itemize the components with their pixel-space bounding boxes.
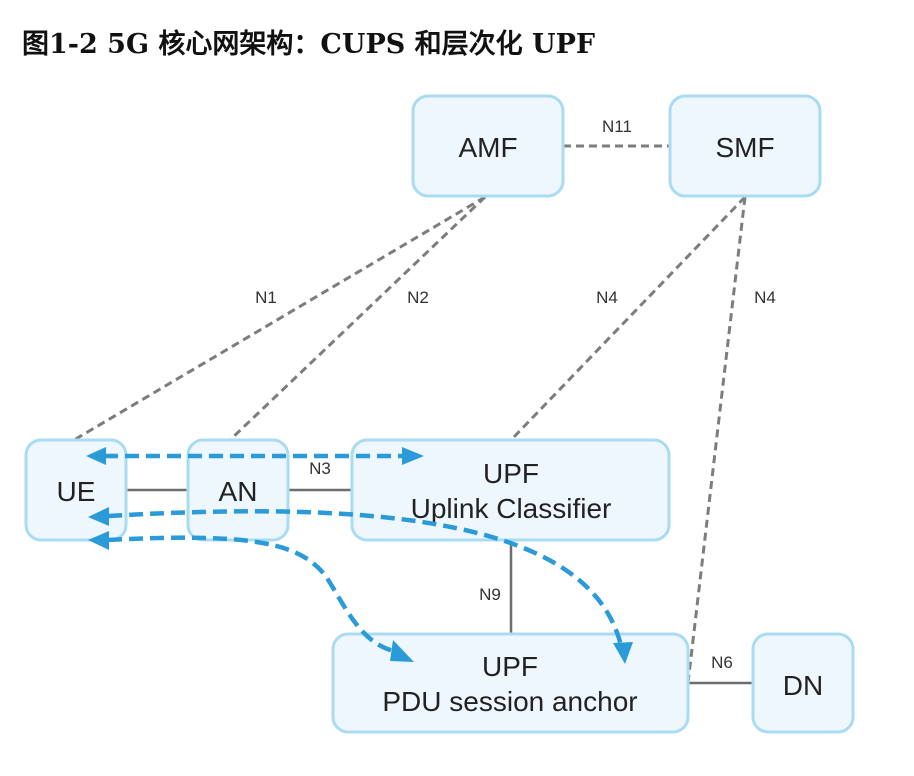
label-n2: N2: [407, 288, 429, 307]
flow-ue-anchor-via-classifier: [107, 509, 625, 651]
figure-title: 图1-2 5G 核心网架构：CUPS 和层次化 UPF: [22, 29, 596, 60]
node-upf-uplink-classifier[interactable]: [350, 438, 671, 542]
node-ue-label: UE: [57, 476, 96, 507]
node-amf[interactable]: [411, 94, 565, 198]
label-n4-uplink: N4: [596, 288, 618, 307]
link-n2: [228, 195, 487, 442]
flow-arrowhead-ue-mid: [88, 507, 109, 526]
node-smf[interactable]: [668, 94, 822, 198]
node-upf-pdu-anchor[interactable]: [331, 632, 690, 734]
label-n4-anchor: N4: [754, 288, 776, 307]
link-n1: [73, 195, 486, 442]
node-upf-anchor-title: UPF: [482, 651, 538, 682]
label-n11: N11: [602, 117, 632, 136]
flow-arrowhead-ue-low: [88, 531, 109, 550]
node-upf-uplink-subtitle: Uplink Classifier: [411, 493, 612, 524]
node-smf-label: SMF: [715, 132, 774, 163]
node-dn[interactable]: [751, 632, 855, 734]
label-n1: N1: [255, 288, 277, 307]
node-an-label: AN: [219, 476, 258, 507]
link-n4-anchor: [686, 196, 747, 684]
node-upf-anchor-subtitle: PDU session anchor: [382, 686, 637, 717]
label-n6: N6: [711, 653, 733, 672]
node-amf-label: AMF: [458, 132, 517, 163]
flow-arrowhead-anchor-left: [390, 640, 414, 662]
node-dn-label: DN: [783, 670, 823, 701]
link-n4-uplink: [509, 195, 747, 442]
flow-arrowhead-anchor-right: [613, 642, 633, 664]
flow-ue-anchor-direct: [107, 535, 399, 655]
label-n9: N9: [479, 585, 501, 604]
flow-arrowhead-right: [402, 447, 424, 465]
flow-arrowhead-left: [86, 447, 106, 465]
node-upf-uplink-title: UPF: [483, 458, 539, 489]
label-n3: N3: [309, 459, 331, 478]
